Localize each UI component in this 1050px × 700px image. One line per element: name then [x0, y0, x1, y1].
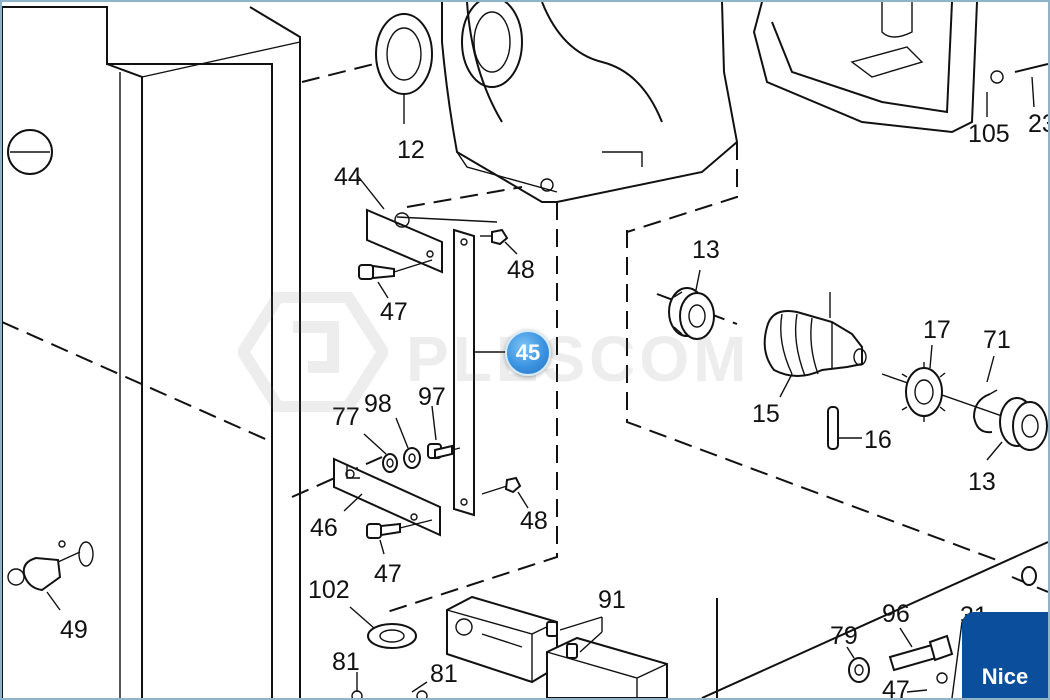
label-79: 79 — [830, 622, 858, 650]
label-81-right: 81 — [430, 660, 458, 688]
pin-16 — [827, 406, 862, 450]
label-98: 98 — [364, 390, 392, 418]
washer-102 — [349, 606, 417, 649]
nut-48 — [480, 228, 529, 509]
label-105: 105 — [968, 120, 1010, 148]
label-15: 15 — [752, 400, 780, 428]
label-13-left: 13 — [692, 236, 720, 264]
screws-81 — [351, 672, 428, 698]
washer-stack-77-98-97 — [363, 405, 461, 473]
gearbox-casing — [301, 2, 739, 233]
label-17: 17 — [923, 316, 951, 344]
part-45-hotspot[interactable]: 45 — [505, 330, 551, 376]
key-49 — [7, 540, 94, 611]
label-47-top: 47 — [380, 298, 408, 326]
label-49: 49 — [60, 616, 88, 644]
label-96: 96 — [882, 600, 910, 628]
bearing-13-right — [986, 397, 1048, 461]
label-12: 12 — [397, 136, 425, 164]
label-97: 97 — [418, 383, 446, 411]
gear-17 — [901, 344, 946, 422]
label-48-bottom: 48 — [520, 507, 548, 535]
seal-ring-12 — [375, 13, 433, 124]
label-91: 91 — [598, 586, 626, 614]
label-81-left: 81 — [332, 648, 360, 676]
washer-79 — [846, 646, 870, 683]
screw-47-bottom — [366, 519, 433, 555]
label-77: 77 — [332, 403, 360, 431]
bearing-13-left — [668, 269, 715, 340]
bolt-96 — [888, 627, 954, 672]
screw-47-top — [358, 259, 433, 299]
brand-logo: Nice — [962, 612, 1048, 698]
label-46: 46 — [310, 514, 338, 542]
cover-assembly — [752, 2, 1048, 134]
bar-45 — [453, 228, 507, 517]
housing-box — [2, 6, 383, 698]
label-102: 102 — [308, 576, 350, 604]
label-23: 23 — [1028, 110, 1048, 138]
circlip-71 — [972, 355, 998, 434]
label-16: 16 — [864, 426, 892, 454]
label-13-right: 13 — [968, 468, 996, 496]
label-47-right: 47 — [882, 676, 910, 698]
plate-44 — [356, 174, 498, 274]
worm-gear-15 — [763, 292, 867, 398]
plate-46 — [333, 457, 441, 537]
label-71: 71 — [983, 326, 1011, 354]
part-labels: 12 44 48 47 98 97 77 46 48 47 49 102 81 … — [60, 110, 1048, 698]
label-48-top: 48 — [507, 256, 535, 284]
label-44: 44 — [334, 163, 362, 191]
frame-lines-bottom — [701, 541, 1048, 698]
label-47-bottom: 47 — [374, 560, 402, 588]
terminal-block-91 — [446, 595, 668, 698]
